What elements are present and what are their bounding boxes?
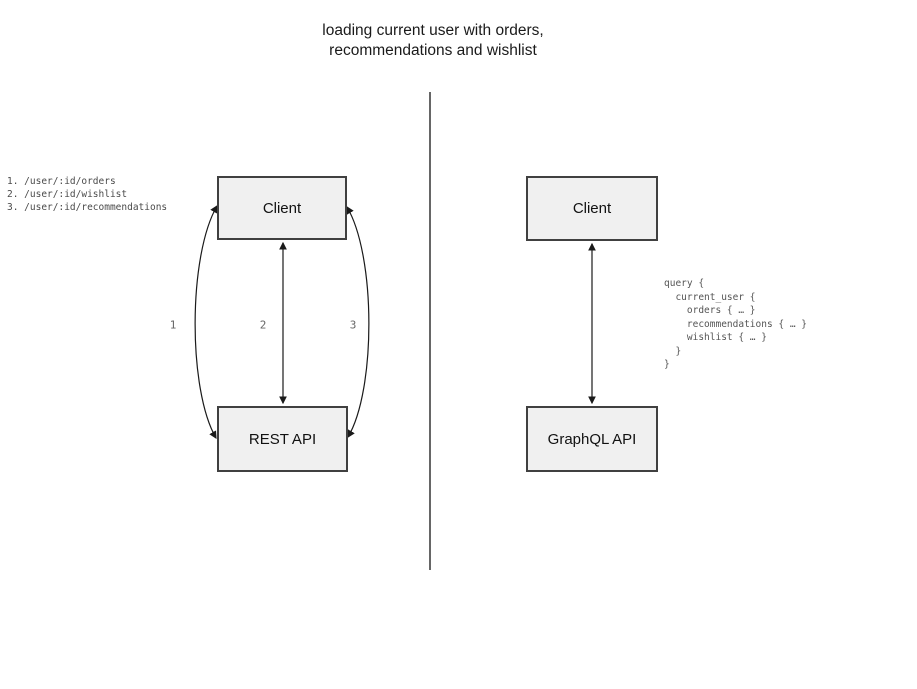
- graphql-query-code: query { current_user { orders { … } reco…: [664, 278, 807, 370]
- rest-endpoint-recommendations: 3. /user/:id/recommendations: [7, 202, 168, 213]
- rest-endpoints-list: 1. /user/:id/orders 2. /user/:id/wishlis…: [7, 175, 167, 214]
- graphql-api-box: GraphQL API: [526, 406, 658, 472]
- diagram-title-line1: loading current user with orders,: [322, 22, 544, 39]
- rest-roundtrip-arrow-1: [194, 204, 218, 440]
- rest-api-box-label: REST API: [248, 430, 317, 448]
- rest-client-box-label: Client: [262, 199, 302, 217]
- rest-arrow-label-1: 1: [169, 318, 177, 332]
- rest-arrow-label-2: 2: [259, 318, 267, 332]
- diagram-title-line2: recommendations and wishlist: [329, 42, 537, 59]
- rest-endpoint-wishlist: 2. /user/:id/wishlist: [7, 189, 128, 200]
- graphql-client-box: Client: [526, 176, 658, 241]
- rest-api-box: REST API: [217, 406, 348, 472]
- panel-divider-line: [429, 92, 431, 570]
- rest-arrow-label-3: 3: [349, 318, 357, 332]
- graphql-api-box-label: GraphQL API: [547, 430, 637, 448]
- rest-client-box: Client: [217, 176, 347, 240]
- rest-endpoint-orders: 1. /user/:id/orders: [7, 176, 116, 187]
- graphql-client-box-label: Client: [572, 200, 612, 217]
- diagram-title: loading current user with orders, recomm…: [322, 21, 543, 61]
